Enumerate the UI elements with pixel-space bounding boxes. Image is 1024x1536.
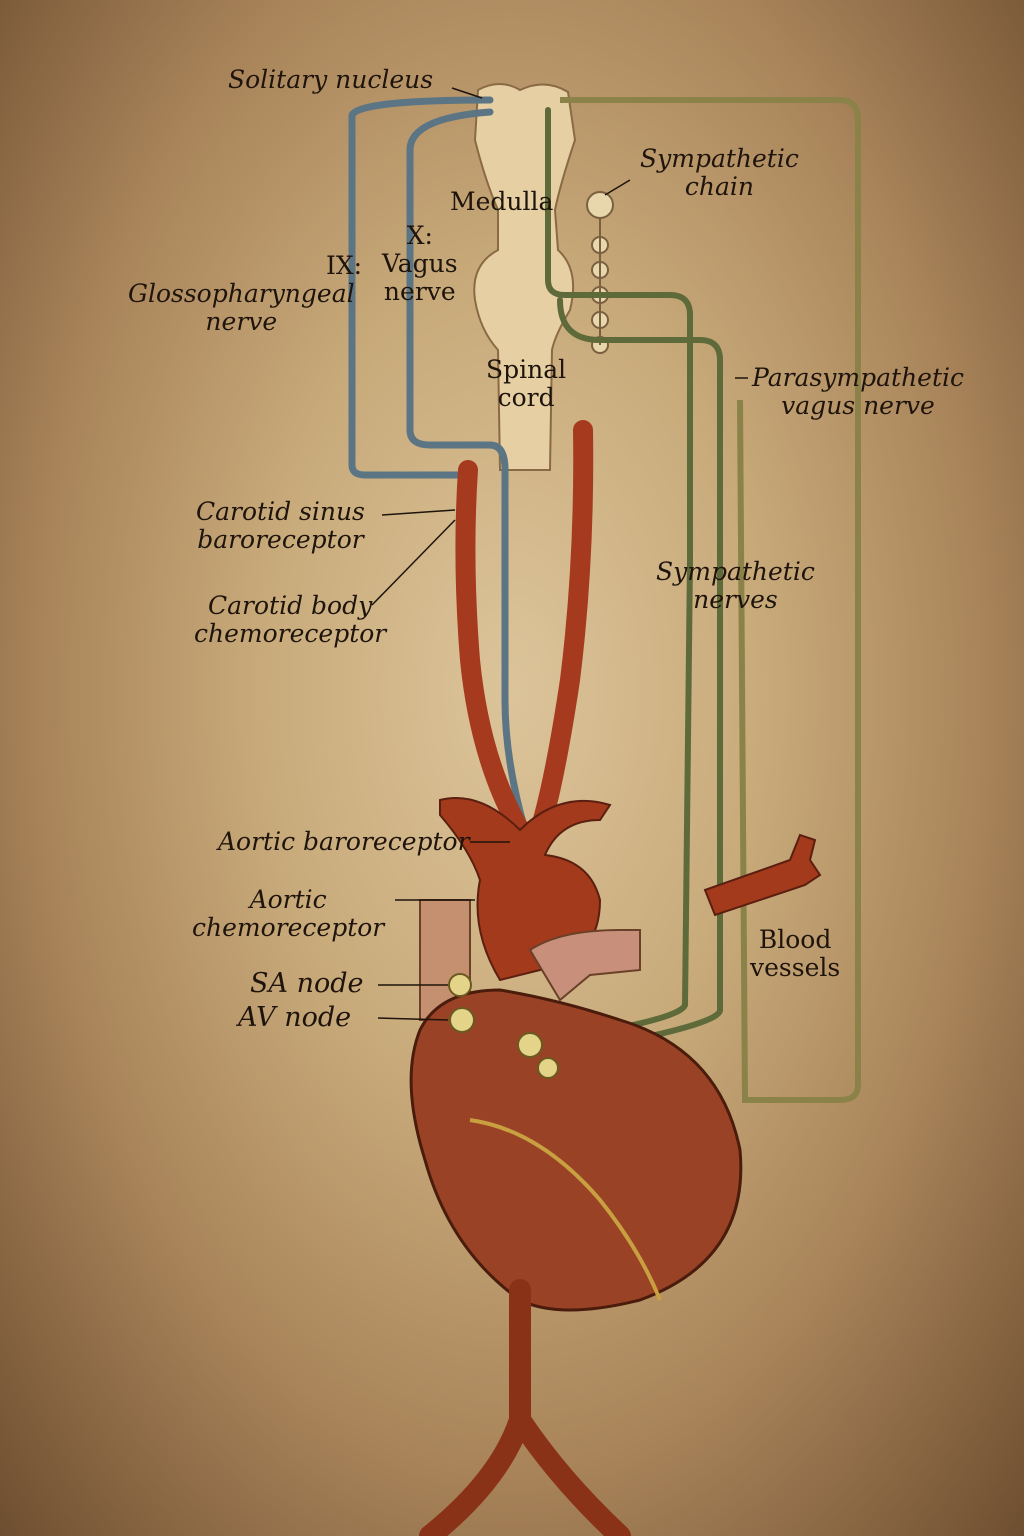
label-parasympathetic-vagus-nerve: Parasympathetic vagus nerve [752, 364, 964, 420]
label-spinal-cord: Spinal cord [486, 356, 566, 412]
label-sympathetic-nerves: Sympathetic nerves [656, 558, 815, 614]
label-line: nerve [383, 277, 456, 306]
label-line: chain [684, 172, 754, 201]
label-line: Carotid body [208, 591, 373, 620]
label-line: nerves [693, 585, 778, 614]
heart [409, 988, 743, 1312]
blood-vessel [703, 833, 822, 917]
glossopharyngeal-nerve [348, 96, 494, 479]
label-line: Parasympathetic [752, 363, 965, 392]
label-line: cord [497, 383, 555, 412]
label-line: vessels [750, 953, 841, 982]
label-line: Spinal [486, 355, 567, 384]
label-solitary-nucleus: Solitary nucleus [228, 65, 434, 94]
afferent-nerves [348, 96, 529, 834]
sa-node [448, 973, 472, 997]
descending-aorta [419, 1279, 631, 1536]
label-line: Sympathetic [656, 557, 815, 586]
parasympathetic-vagus-nerve [560, 97, 861, 1103]
label-line: Aortic [249, 885, 327, 914]
label-medulla: Medulla [450, 187, 554, 216]
vagus-nerve [406, 108, 529, 834]
label-line: nerve [205, 307, 278, 336]
label-glosso-prefix: IX: [326, 251, 363, 280]
medulla-spinal-cord [473, 83, 577, 471]
label-av-node: AV node [238, 1002, 352, 1033]
label-aortic-baroreceptor: Aortic baroreceptor [218, 827, 470, 856]
label-line: chemoreceptor [192, 913, 385, 942]
label-carotid-body-chemoreceptor: Carotid body chemoreceptor [194, 592, 386, 648]
label-carotid-sinus-baroreceptor: Carotid sinus baroreceptor [196, 498, 365, 554]
label-line: vagus nerve [781, 391, 935, 420]
label-line: X: [406, 221, 433, 250]
av-node [449, 1007, 475, 1033]
label-line: baroreceptor [197, 525, 364, 554]
label-line: Carotid sinus [196, 497, 365, 526]
pulmonary-trunk [528, 929, 641, 1002]
label-line: Sympathetic [640, 144, 799, 173]
label-line: Vagus [382, 249, 458, 278]
carotid-arteries [455, 420, 594, 840]
label-sympathetic-chain: Sympathetic chain [640, 145, 799, 201]
label-blood-vessels: Blood vessels [750, 926, 840, 982]
leader-lines [371, 87, 748, 1021]
label-vagus-nerve: X: Vagus nerve [372, 222, 458, 306]
label-glossopharyngeal-nerve: Glossopharyngeal nerve [128, 280, 355, 336]
cardiac-nodes [448, 973, 559, 1079]
label-aortic-chemoreceptor: Aortic chemoreceptor [192, 886, 384, 942]
label-line: Glossopharyngeal [128, 279, 355, 308]
label-line: Blood [758, 925, 832, 954]
label-sa-node: SA node [250, 968, 364, 999]
coronary-vessel [469, 1118, 662, 1301]
label-line: chemoreceptor [194, 619, 387, 648]
sympathetic-nerves [545, 107, 723, 1053]
sympathetic-chain [586, 191, 614, 354]
